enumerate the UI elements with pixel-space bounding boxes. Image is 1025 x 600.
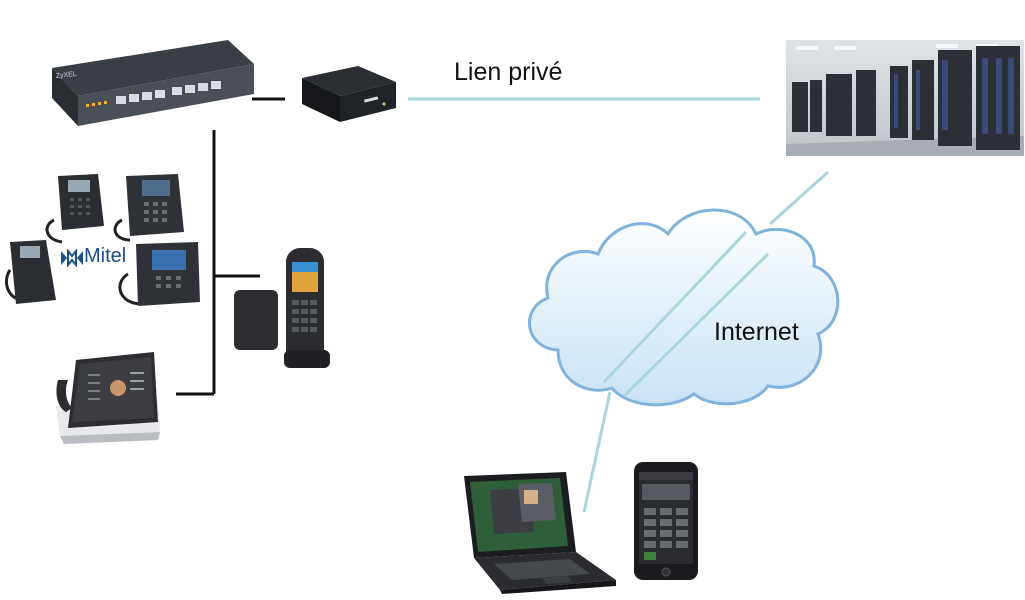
network-switch-icon: ZyXEL (52, 40, 254, 126)
mitel-logo-icon (61, 249, 83, 267)
zyxel-label: ZyXEL (55, 71, 77, 80)
datacenter-internet-line (768, 170, 830, 226)
ip-desk-phone-icon (5, 174, 200, 306)
dect-cordless-phone-icon (234, 248, 330, 368)
cloud-diagonal-upper (602, 230, 748, 384)
cloud-diagonal-lower (622, 252, 770, 398)
datacenter-servers-icon (786, 40, 1024, 156)
laptop-icon (464, 472, 616, 594)
mitel-brand-label: Mitel (84, 245, 127, 267)
private-link-label: Lien privé (454, 58, 563, 86)
internet-client-line (582, 391, 612, 513)
router-icon (302, 66, 396, 122)
cloud-icon (527, 208, 840, 407)
smartphone-icon (634, 462, 698, 580)
tablet-phone-icon (56, 352, 160, 444)
internet-label: Internet (714, 318, 799, 346)
